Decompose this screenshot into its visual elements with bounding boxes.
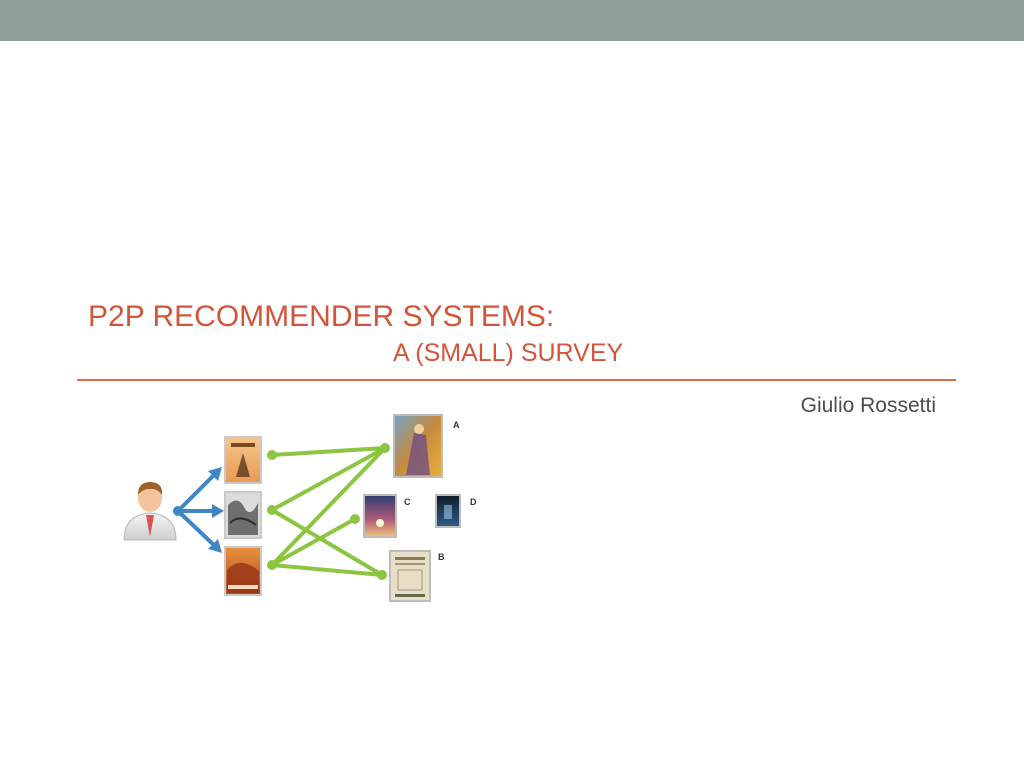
item-c-label: C	[404, 497, 411, 507]
user-avatar-icon	[123, 482, 177, 541]
item-a-image	[393, 414, 443, 478]
item-c-image	[363, 494, 397, 538]
slide-title-line1: P2P RECOMMENDER SYSTEMS:	[88, 300, 555, 333]
user-link-arrowheads	[173, 467, 224, 553]
item-links	[270, 446, 387, 577]
user-links	[176, 471, 218, 549]
item-d-image	[435, 494, 461, 528]
book-cover-3	[224, 546, 262, 596]
item-d-label: D	[470, 497, 477, 507]
slide-title-line2: A (SMALL) SURVEY	[393, 339, 624, 367]
item-b-label: B	[438, 552, 445, 562]
item-link-dots	[267, 443, 390, 580]
book-cover-2	[224, 491, 262, 539]
item-b-image	[389, 550, 431, 602]
book-cover-1	[224, 436, 262, 484]
title-divider	[77, 379, 956, 381]
recommendation-diagram: A C D B	[123, 414, 477, 602]
item-a-label: A	[453, 420, 460, 430]
top-band	[0, 0, 1024, 41]
author-name: Giulio Rossetti	[800, 394, 936, 417]
